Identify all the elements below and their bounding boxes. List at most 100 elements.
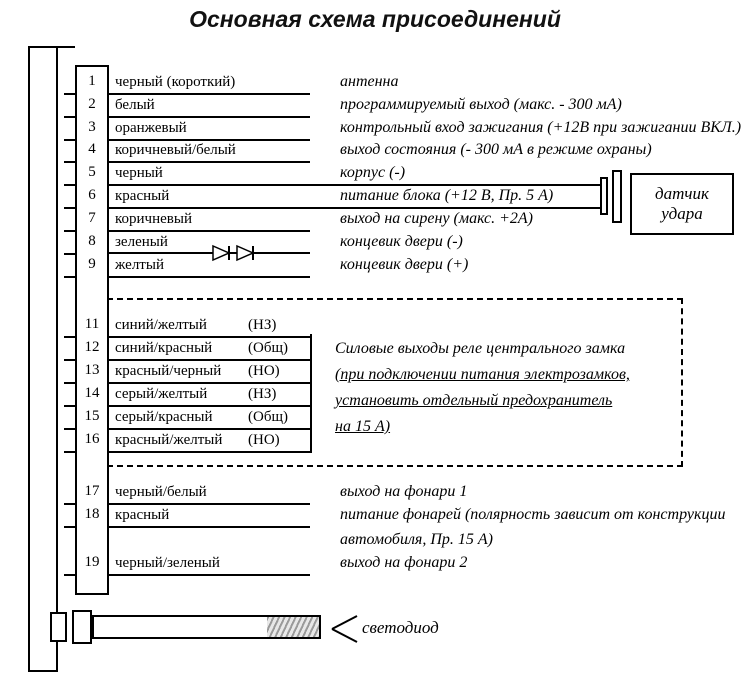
relay-group-bracket xyxy=(310,334,312,453)
main-unit-case xyxy=(28,46,58,672)
pin-row-12: 12 синий/красный (Общ) xyxy=(60,337,750,361)
wire-color-label: синий/желтый xyxy=(115,317,207,333)
wire-color-label: оранжевый xyxy=(115,120,187,136)
pin-number: 11 xyxy=(84,316,100,332)
shock-sensor-label: удара xyxy=(661,204,703,223)
pin-number: 17 xyxy=(84,483,100,499)
wire-color-label: черный xyxy=(115,165,163,181)
relay-contact-tag: (Общ) xyxy=(248,409,289,425)
wire-line xyxy=(109,93,310,95)
relay-contact-tag: (НЗ) xyxy=(248,317,277,333)
wire-line xyxy=(109,405,310,407)
wire-description: антенна xyxy=(340,73,399,90)
pin-row-4: 4 коричневый/белый выход состояния (- 30… xyxy=(60,139,750,163)
central-lock-note: Силовые выходы реле центрального замка (… xyxy=(335,336,630,440)
wire-line xyxy=(109,276,310,278)
pin-row-14: 14 серый/желтый (НЗ) xyxy=(60,383,750,407)
wire-line xyxy=(109,526,310,528)
pin-number: 14 xyxy=(84,385,100,401)
wire-description: контрольный вход зажигания (+12В при заж… xyxy=(340,119,742,136)
pin-contact-tick xyxy=(64,161,75,163)
wire-description: выход на сирену (макс. +2А) xyxy=(340,210,533,227)
wire-line-with-diodes xyxy=(109,244,310,262)
pin-number: 1 xyxy=(88,73,96,89)
pin-row-6: 6 красный питание блока (+12 В, Пр. 5 А) xyxy=(60,185,750,209)
wire-color-label: красный xyxy=(115,507,170,523)
pin-contact-tick xyxy=(64,207,75,209)
pin-number: 6 xyxy=(88,187,96,203)
relay-contact-tag: (НО) xyxy=(248,432,280,448)
diagram-title: Основная схема присоединений xyxy=(189,6,561,32)
pin-contact-tick xyxy=(64,336,75,338)
wire-line-to-sensor xyxy=(109,207,600,209)
central-lock-group-box xyxy=(107,298,683,467)
pin-contact-tick xyxy=(64,116,75,118)
wire-color-label: красный xyxy=(115,188,170,204)
pin-contact-tick xyxy=(64,276,75,278)
pin-contact-tick xyxy=(64,382,75,384)
wire-line xyxy=(109,359,310,361)
pin-number: 7 xyxy=(88,210,96,226)
wire-color-label: серый/красный xyxy=(115,409,213,425)
wire-color-label: коричневый xyxy=(115,211,192,227)
main-unit-case-top-edge xyxy=(28,46,75,48)
wire-line xyxy=(109,382,310,384)
pin-row-7: 7 коричневый выход на сирену (макс. +2А) xyxy=(60,208,750,232)
pin-contact-tick xyxy=(64,451,75,453)
wire-description: концевик двери (-) xyxy=(340,233,463,250)
pin-contact-tick xyxy=(64,184,75,186)
wire-line xyxy=(109,161,310,163)
wire-line xyxy=(109,139,310,141)
pin-row-2: 2 белый программируемый выход (макс. - 3… xyxy=(60,94,750,118)
pin-row-16: 16 красный/желтый (НО) xyxy=(60,429,750,453)
pin-contact-tick xyxy=(64,230,75,232)
pin-contact-tick xyxy=(64,574,75,576)
wire-color-label: белый xyxy=(115,97,155,113)
pin-row-15: 15 серый/красный (Общ) xyxy=(60,406,750,430)
led-rays-icon xyxy=(331,615,358,643)
pin-row-1: 1 черный (короткий) антенна xyxy=(60,71,750,95)
pin-number: 12 xyxy=(84,339,100,355)
wire-line xyxy=(109,336,310,338)
pin-contact-tick xyxy=(64,93,75,95)
wire-description: корпус (-) xyxy=(340,164,406,181)
pin-row-17: 17 черный/белый выход на фонари 1 xyxy=(60,481,750,505)
wire-color-label: желтый xyxy=(115,257,164,273)
wire-description: выход на фонари 2 xyxy=(340,554,468,571)
shock-sensor-box: датчик удара xyxy=(630,173,734,235)
led-label: светодиод xyxy=(362,618,439,637)
diode-symbol xyxy=(212,244,231,262)
wire-color-label: красный/черный xyxy=(115,363,222,379)
pin-contact-tick xyxy=(64,526,75,528)
led-mount-block xyxy=(50,612,67,642)
wire-line xyxy=(109,116,310,118)
wire-line xyxy=(109,451,310,453)
central-lock-note-line: (при подключении питания электрозамков, xyxy=(335,366,630,383)
wire-line xyxy=(109,230,310,232)
pin-number: 3 xyxy=(88,119,96,135)
shock-sensor-label: датчик xyxy=(655,184,709,203)
relay-contact-tag: (НО) xyxy=(248,363,280,379)
pin-number: 2 xyxy=(88,96,96,112)
wire-description-line2: автомобиля, Пр. 15 А) xyxy=(340,531,494,548)
pin-row-18: 18 красный питание фонарей (полярность з… xyxy=(60,504,750,548)
led-bar xyxy=(92,615,321,639)
pin-number: 19 xyxy=(84,554,100,570)
pin-contact-tick xyxy=(64,428,75,430)
relay-contact-tag: (НЗ) xyxy=(248,386,277,402)
central-lock-note-line: установить отдельный предохранитель xyxy=(335,392,613,409)
pin-number: 4 xyxy=(88,141,96,157)
pin-row-19: 19 черный/зеленый выход на фонари 2 xyxy=(60,552,750,576)
wire-line xyxy=(109,428,310,430)
pin-contact-tick xyxy=(64,359,75,361)
wire-description: программируемый выход (макс. - 300 мА) xyxy=(340,96,622,113)
pin-number: 16 xyxy=(84,431,100,447)
shock-sensor-connector xyxy=(600,177,608,215)
pin-number: 9 xyxy=(88,256,96,272)
pin-row-9: 9 желтый концевик двери (+) xyxy=(60,254,750,278)
relay-contact-tag: (Общ) xyxy=(248,340,289,356)
wire-color-label: зеленый xyxy=(115,234,168,250)
pin-contact-tick xyxy=(64,253,75,255)
wire-color-label: коричневый/белый xyxy=(115,142,236,158)
pin-row-5: 5 черный корпус (-) xyxy=(60,162,750,186)
